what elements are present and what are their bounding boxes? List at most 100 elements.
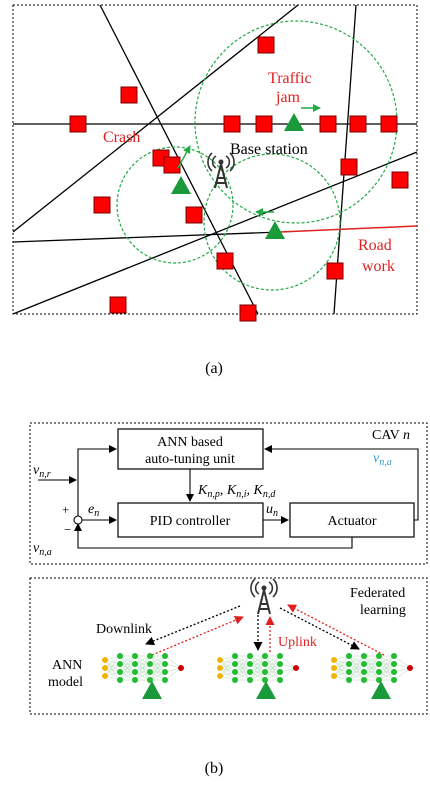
label-ann: ANN: [52, 658, 82, 673]
nn-node: [262, 653, 268, 659]
vehicle: [255, 115, 273, 133]
nn-node: [147, 677, 153, 683]
label-learning: learning: [360, 603, 406, 618]
nn-node: [132, 669, 138, 675]
road-rising-left: [13, 5, 299, 233]
ann-unit-line2: auto-tuning unit: [145, 452, 235, 467]
nn-node: [117, 661, 123, 667]
label-work: work: [362, 258, 395, 275]
nn-node: [132, 653, 138, 659]
panel-a-border: [12, 4, 418, 315]
nn-node: [232, 661, 238, 667]
label-vnr: vn,r: [33, 463, 51, 480]
vehicle: [257, 36, 275, 54]
label-gains: Kn,p, Kn,i, Kn,d: [197, 483, 276, 500]
ann-model-icon: [102, 653, 184, 683]
nn-node: [331, 665, 337, 671]
panel-a: Traffic jam Base station Crash Road work: [12, 4, 418, 322]
summing-junction: [73, 515, 83, 525]
nn-node: [117, 653, 123, 659]
nn-node: [247, 661, 253, 667]
fl-server-icon: [249, 578, 279, 615]
label-vna-bottom: vn,a: [33, 541, 52, 558]
coverage-circle-left: [116, 146, 234, 264]
nn-node: [262, 669, 268, 675]
vehicle: [391, 171, 409, 189]
label-traffic: Traffic: [268, 70, 312, 87]
vehicle: [223, 115, 241, 133]
nn-node: [361, 661, 367, 667]
nn-node: [361, 653, 367, 659]
nn-node: [391, 669, 397, 675]
nn-node: [162, 653, 168, 659]
caption-b: (b): [205, 760, 224, 777]
road-flat-black: [13, 231, 281, 243]
triangle-marker: [265, 221, 285, 239]
triangle-marker: [284, 113, 304, 131]
wire-feedback-bottom: [74, 523, 353, 549]
vehicle: [349, 115, 367, 133]
cav-control-box: CAV n ANN based auto-tuning unit PID con…: [29, 422, 428, 565]
ann-models: [102, 653, 413, 683]
nn-node: [262, 661, 268, 667]
nn-node: [277, 677, 283, 683]
nn-node: [117, 677, 123, 683]
vehicle: [185, 206, 203, 224]
nn-node: [162, 677, 168, 683]
triangle-marker: [171, 176, 191, 194]
nn-node: [247, 677, 253, 683]
nn-node: [162, 669, 168, 675]
label-downlink: Downlink: [96, 622, 152, 637]
label-vna-feedback: vn,a: [373, 451, 392, 468]
nn-node: [147, 653, 153, 659]
nn-node: [346, 669, 352, 675]
vehicles: [69, 36, 409, 322]
nn-node: [277, 669, 283, 675]
vehicle: [93, 196, 111, 214]
nn-node: [361, 677, 367, 683]
pid-controller: [117, 502, 264, 538]
nn-node: [102, 673, 108, 679]
pid-label: PID controller: [150, 514, 231, 529]
label-un: un: [266, 502, 278, 519]
nn-node: [391, 661, 397, 667]
label-minus: −: [64, 522, 71, 537]
caption-a: (a): [205, 360, 223, 377]
downlink-arrow-left: [145, 605, 241, 646]
nn-node: [346, 677, 352, 683]
road-side-units: [171, 113, 304, 239]
label-federated: Federated: [350, 586, 405, 601]
nn-node: [232, 669, 238, 675]
ann-tuning-unit: [117, 428, 264, 470]
nn-node: [102, 665, 108, 671]
actuator: [289, 502, 415, 538]
nn-node: [376, 669, 382, 675]
vehicle: [120, 86, 138, 104]
actuator-label: Actuator: [328, 514, 377, 529]
nn-node: [232, 677, 238, 683]
nn-node: [376, 653, 382, 659]
vehicle: [326, 262, 344, 280]
nn-node: [132, 661, 138, 667]
downlink-arrow-right: [279, 607, 360, 650]
cav-border: [29, 422, 428, 565]
uplink-arrow-left: [151, 615, 244, 656]
nn-node: [247, 669, 253, 675]
nn-node: [217, 657, 223, 663]
nn-node: [277, 661, 283, 667]
nn-node: [232, 653, 238, 659]
road-work-segment: [279, 225, 417, 233]
nn-node: [132, 677, 138, 683]
nn-node: [262, 677, 268, 683]
nn-node: [331, 673, 337, 679]
nn-node: [217, 673, 223, 679]
label-base-station: Base station: [230, 141, 308, 158]
nn-node: [147, 669, 153, 675]
nn-node: [376, 677, 382, 683]
ann-model-icon: [331, 653, 413, 683]
nn-output-node: [293, 665, 299, 671]
label-uplink: Uplink: [278, 635, 317, 650]
label-jam: jam: [275, 89, 301, 106]
coverage-circle-bottom: [203, 153, 341, 291]
